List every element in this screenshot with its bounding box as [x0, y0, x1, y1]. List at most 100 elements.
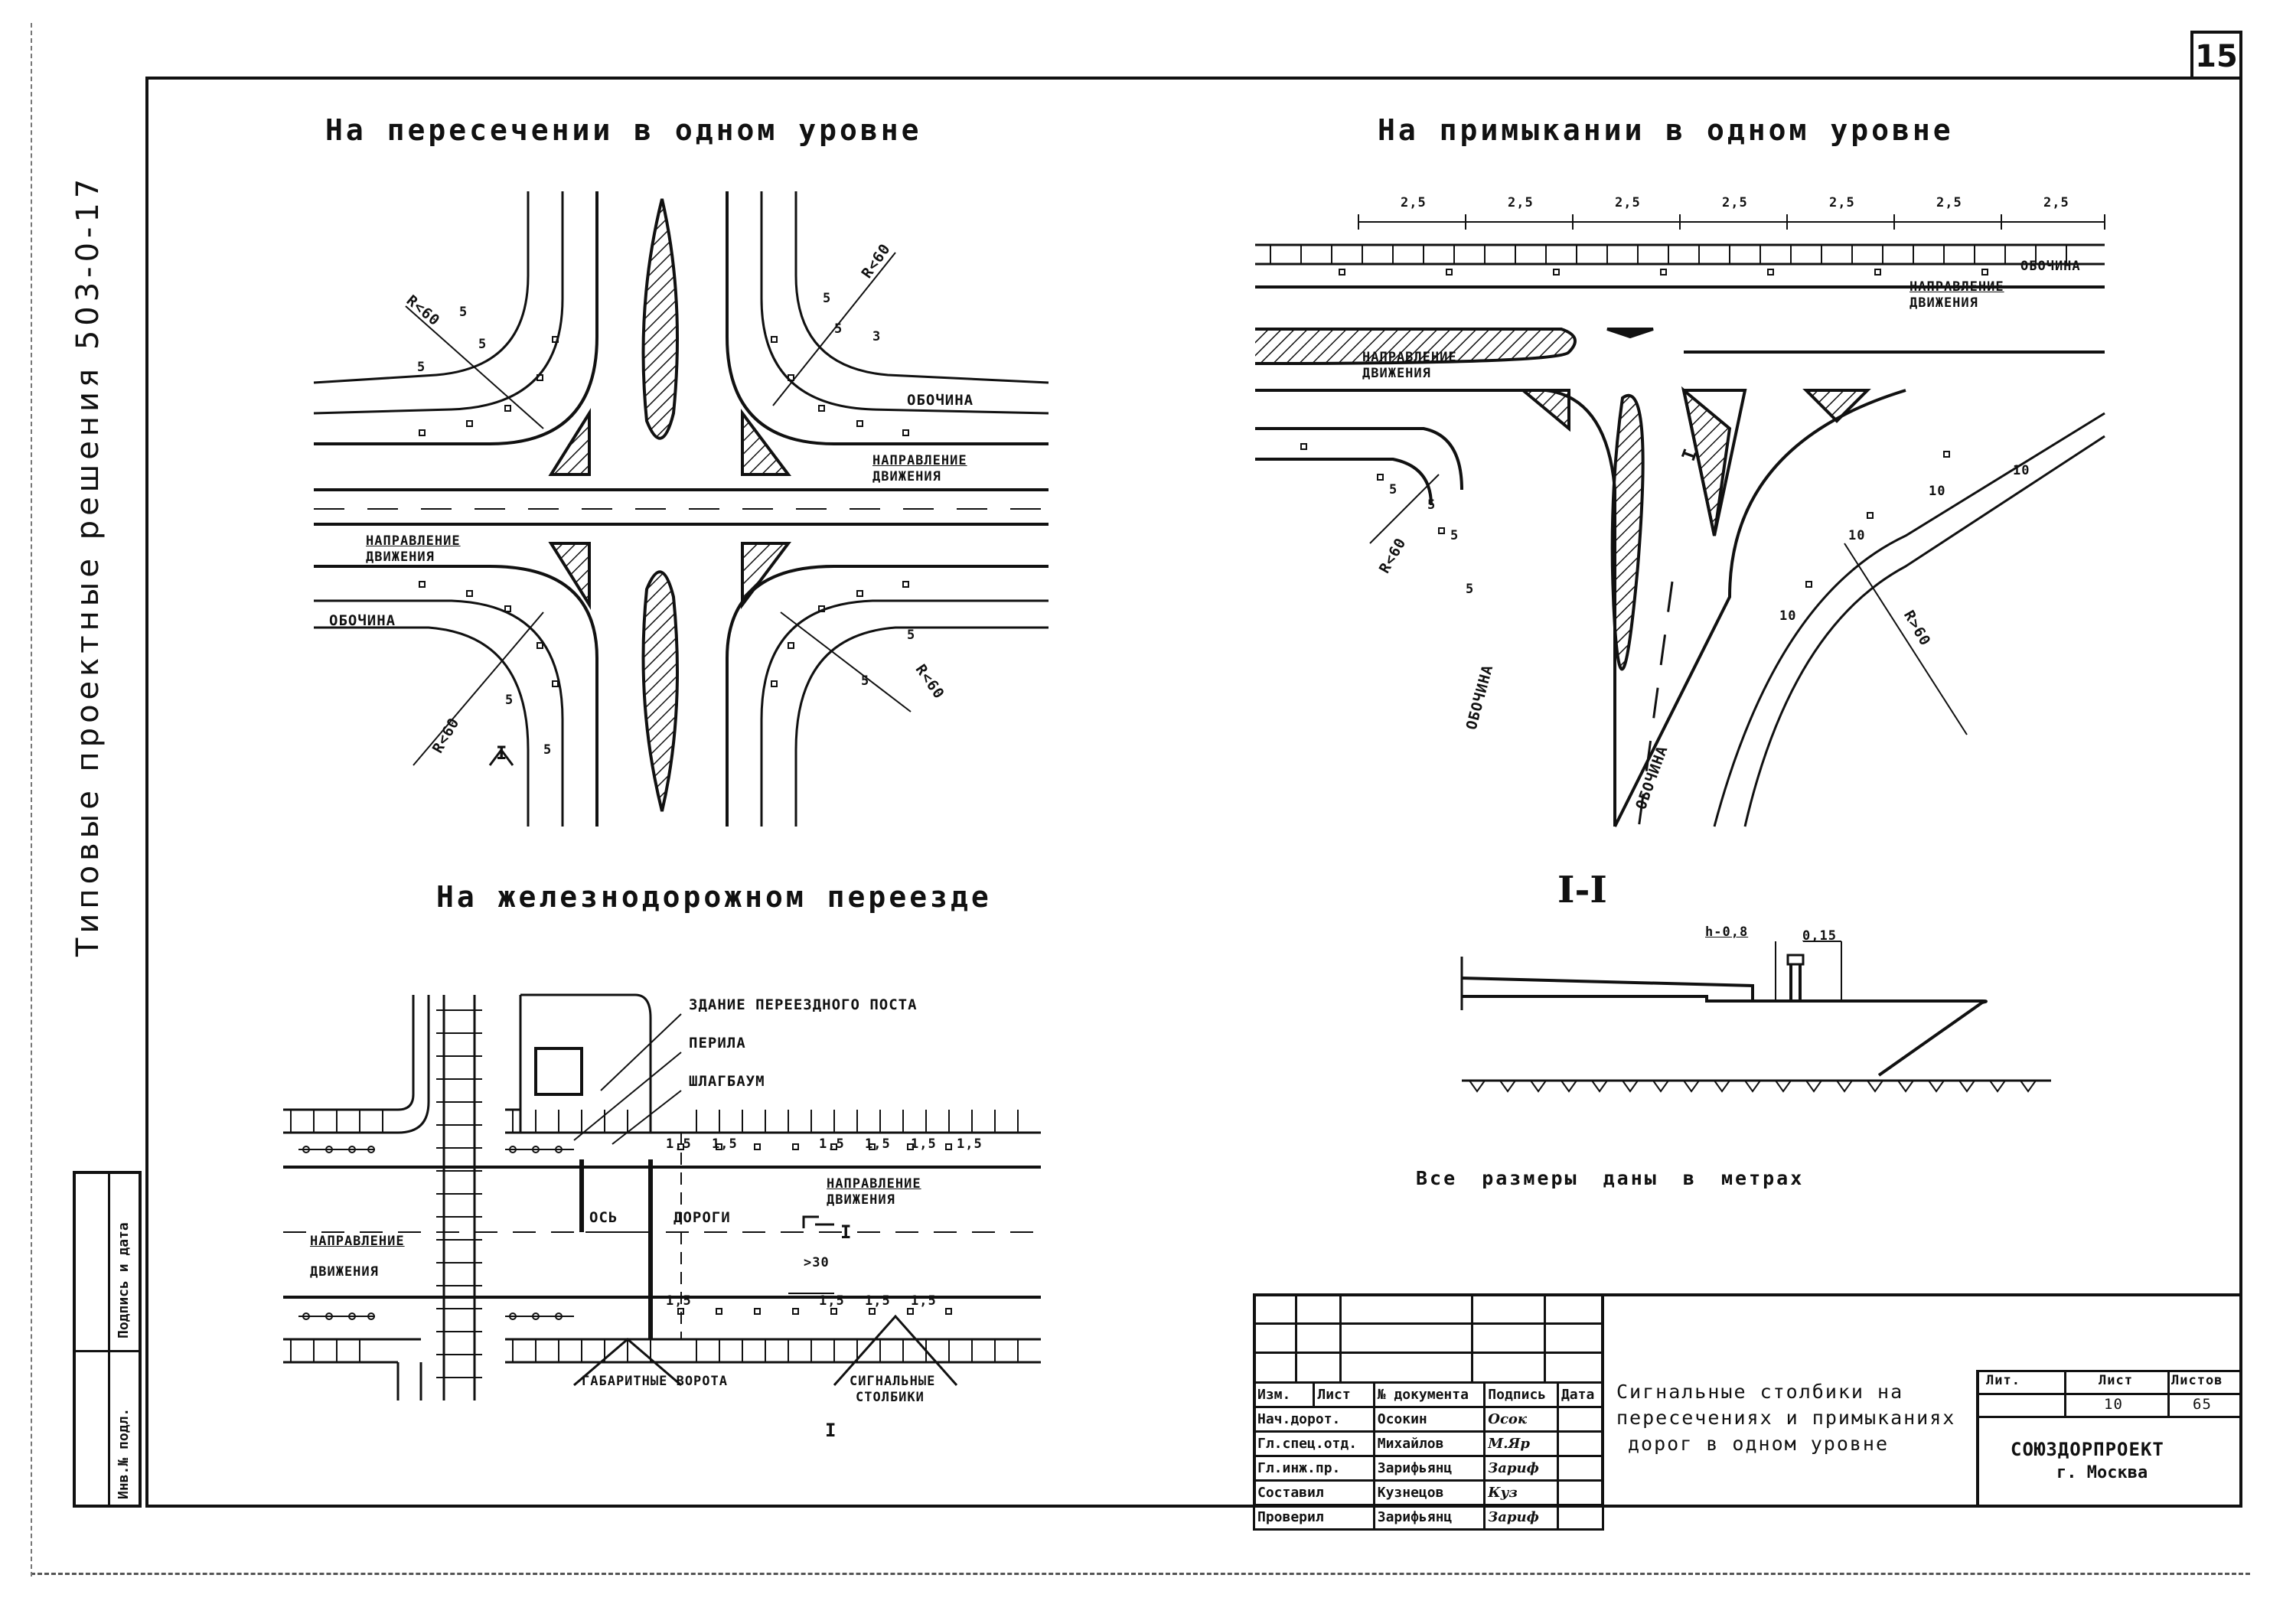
approval-signature: М.Яр	[1483, 1430, 1559, 1457]
junction-dim-left-2: 5	[1427, 497, 1437, 513]
junction-dim-left-1: 5	[1389, 482, 1398, 497]
cross-section-title: I-I	[1557, 869, 1607, 911]
crossing-shoulder-2: ОБОЧИНА	[329, 612, 396, 629]
dimensions-note: Все размеры даны в метрах	[1416, 1167, 1805, 1189]
approval-role: Гл.инж.пр.	[1253, 1455, 1375, 1482]
junction-dim-right-1: 10	[2013, 463, 2030, 478]
approval-name: Михайлов	[1372, 1430, 1486, 1457]
approval-role: Гл.спец.отд.	[1253, 1430, 1375, 1457]
rail-spacing-4: 1,5	[865, 1136, 891, 1152]
drawing-description-line-2: пересечениях и примыканиях	[1616, 1407, 1956, 1429]
rail-section-mark-1: I	[840, 1221, 853, 1243]
header-sheet: Лист	[1313, 1381, 1375, 1408]
header-change: Изм.	[1252, 1381, 1316, 1408]
header-date: Дата	[1556, 1381, 1605, 1408]
rail-direction-right-a: НАПРАВЛЕНИЕ	[827, 1176, 921, 1192]
cross-section-height: h-0,8	[1705, 924, 1749, 940]
organization-city: г. Москва	[2056, 1463, 2148, 1482]
junction-shoulder-top: ОБОЧИНА	[2020, 259, 2081, 274]
crossing-dim-6: 3	[872, 329, 882, 344]
rail-barrier-label: ШЛАГБАУМ	[689, 1073, 765, 1090]
junction-dim-right-2: 10	[1929, 484, 1946, 499]
approval-signature: Осок	[1483, 1406, 1559, 1433]
side-title: Типовые проектные решения 503-0-17	[70, 174, 106, 957]
left-strip: Подпись и дата Инв.№ подл.	[73, 1171, 142, 1508]
rail-spacing-9: 1,5	[865, 1293, 891, 1309]
rail-direction-right-b: ДВИЖЕНИЯ	[827, 1192, 895, 1208]
approval-role: Нач.дорот.	[1253, 1406, 1375, 1433]
crossing-drawing	[313, 191, 1049, 827]
rail-spacing-6: 1,5	[957, 1136, 983, 1152]
approval-name: Зарифьянц	[1372, 1455, 1486, 1482]
junction-spacing-1: 2,5	[1401, 195, 1427, 210]
junction-spacing-4: 2,5	[1722, 195, 1748, 210]
crossing-dim-2: 5	[478, 337, 488, 352]
bottom-dashed-edge	[31, 1573, 2250, 1575]
rail-spacing-5: 1,5	[911, 1136, 937, 1152]
crossing-dim-5: 5	[834, 321, 843, 337]
rail-spacing-10: 1,5	[911, 1293, 937, 1309]
rail-drawing	[283, 993, 1041, 1400]
approval-date	[1556, 1430, 1605, 1457]
junction-dim-right-4: 10	[1779, 608, 1797, 624]
rail-axis-label-a: ОСЬ	[589, 1209, 618, 1226]
approval-role: Составил	[1253, 1479, 1375, 1506]
sheets-header: Листов	[2171, 1373, 2223, 1388]
left-dashed-edge	[31, 23, 32, 1577]
junction-dim-left-3: 5	[1450, 528, 1459, 543]
sheet-number: 10	[2104, 1396, 2123, 1413]
header-signature: Подпись	[1483, 1381, 1559, 1408]
approval-header-row: Изм. Лист № документа Подпись Дата	[1252, 1381, 1605, 1408]
junction-drawing	[1255, 214, 2105, 835]
junction-dim-right-3: 10	[1848, 528, 1866, 543]
crossing-dim-1: 5	[459, 305, 468, 320]
rail-section-mark-2: I	[825, 1420, 837, 1441]
drawing-frame	[145, 77, 2242, 1508]
rail-posts-label-b: СТОЛБИКИ	[856, 1390, 925, 1405]
approval-role: Проверил	[1253, 1504, 1375, 1531]
page-number: 15	[2190, 31, 2242, 80]
junction-direction-top-b: ДВИЖЕНИЯ	[1910, 295, 1978, 311]
crossing-dim-9: 5	[861, 673, 870, 689]
strip-inventory-number: Инв.№ подл.	[116, 1407, 132, 1499]
crossing-shoulder-1: ОБОЧИНА	[907, 392, 974, 409]
crossing-title: На пересечении в одном уровне	[325, 113, 922, 147]
approval-date	[1556, 1406, 1605, 1433]
junction-direction-left-a: НАПРАВЛЕНИЕ	[1362, 350, 1457, 365]
crossing-dim-4: 5	[823, 291, 832, 306]
rail-building-label: ЗДАНИЕ ПЕРЕЕЗДНОГО ПОСТА	[689, 996, 918, 1013]
rail-direction-left-a: НАПРАВЛЕНИЕ	[310, 1234, 405, 1249]
approval-row: Составил Кузнецов Куз	[1253, 1479, 1605, 1506]
rail-spacing-1: 1,5	[666, 1136, 692, 1152]
approval-date	[1556, 1479, 1605, 1506]
strip-signature-date: Подпись и дата	[116, 1222, 132, 1339]
header-document: № документа	[1372, 1381, 1486, 1408]
crossing-direction-2b: ДВИЖЕНИЯ	[366, 549, 435, 565]
rail-spacing-7: 1,5	[666, 1293, 692, 1309]
crossing-dim-7: 5	[505, 693, 514, 708]
crossing-dim-3: 5	[417, 360, 426, 375]
rail-direction-left-b: ДВИЖЕНИЯ	[310, 1264, 379, 1280]
rail-axis-label-b: ДОРОГИ	[673, 1209, 731, 1226]
approval-date	[1556, 1455, 1605, 1482]
approval-row: Гл.инж.пр. Зарифьянц Зариф	[1253, 1455, 1605, 1482]
cross-section-width: 0,15	[1802, 928, 1837, 944]
cross-section-drawing	[1460, 941, 2051, 1093]
approval-name: Зарифьянц	[1372, 1504, 1486, 1531]
organization-name: СОЮЗДОРПРОЕКТ	[2011, 1439, 2164, 1460]
approval-name: Осокин	[1372, 1406, 1486, 1433]
crossing-dim-10: 5	[907, 628, 916, 643]
junction-direction-left-b: ДВИЖЕНИЯ	[1362, 366, 1431, 381]
approval-table: Изм. Лист № документа Подпись Дата Нач.д…	[1252, 1381, 1605, 1531]
rail-posts-label-a: СИГНАЛЬНЫЕ	[850, 1374, 936, 1389]
approval-signature: Зариф	[1483, 1455, 1559, 1482]
rail-title: На железнодорожном переезде	[436, 880, 992, 914]
drawing-description-line-3: дорог в одном уровне	[1628, 1433, 1890, 1455]
approval-signature: Зариф	[1483, 1504, 1559, 1531]
stage-header: Лит.	[1986, 1373, 2020, 1388]
approval-row: Нач.дорот. Осокин Осок	[1253, 1406, 1605, 1433]
sheets-count: 65	[2193, 1396, 2212, 1413]
crossing-direction-2a: НАПРАВЛЕНИЕ	[366, 533, 461, 549]
junction-spacing-6: 2,5	[1936, 195, 1962, 210]
rail-spacing-3: 1,5	[819, 1136, 845, 1152]
